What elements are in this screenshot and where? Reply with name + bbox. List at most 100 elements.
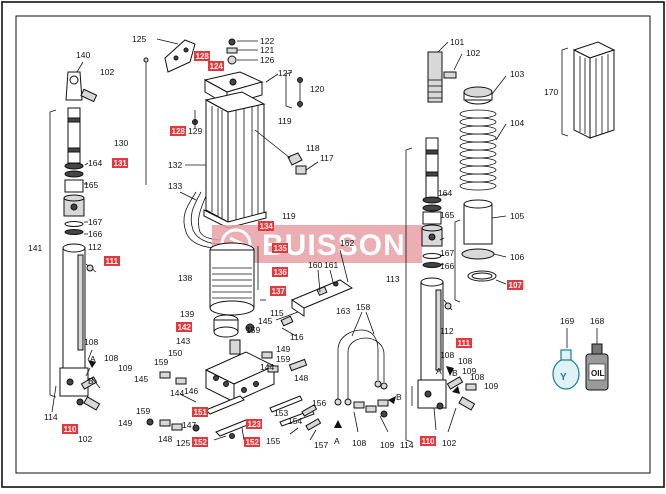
part-label: 102 <box>78 434 92 444</box>
highlighted-part-labels: 128 124 128 131 111 134 135 136 137 142 … <box>62 51 523 447</box>
part-label: 127 <box>278 68 292 78</box>
part-label: 125 <box>132 34 146 44</box>
part-label: 144 <box>170 388 184 398</box>
part-label: 102 <box>466 48 480 58</box>
part-label: 165 <box>84 180 98 190</box>
part-label: 119 <box>282 211 296 221</box>
part-label: B <box>88 376 94 386</box>
part-label: 159 <box>154 357 168 367</box>
highlighted-part-label: 111 <box>106 257 119 266</box>
part-label: 159 <box>246 325 260 335</box>
part-label: 109 <box>118 363 132 373</box>
part-label: 126 <box>260 55 274 65</box>
part-label: 108 <box>470 372 484 382</box>
part-label: 129 <box>188 126 202 136</box>
part-label: 115 <box>270 308 284 318</box>
part-label: 102 <box>100 67 114 77</box>
part-label: 170 <box>544 87 558 97</box>
part-label: 145 <box>134 374 148 384</box>
part-label: 130 <box>114 138 128 148</box>
part-label-108-pipe: 108 <box>352 438 366 448</box>
part-label: 141 <box>28 243 42 253</box>
part-label: 161 <box>324 260 338 270</box>
part-label: 150 <box>168 348 182 358</box>
part-label: 108 <box>458 356 472 366</box>
highlighted-part-label: 110 <box>64 425 77 434</box>
part-label: 108 <box>84 337 98 347</box>
part-label: 157 <box>314 440 328 450</box>
battery-box-170 <box>561 41 616 139</box>
part-label: 162 <box>340 238 354 248</box>
left-ram-assembly <box>49 61 101 413</box>
part-label: 108 <box>104 353 118 363</box>
part-label: 120 <box>310 84 324 94</box>
highlighted-part-label: 152 <box>194 438 208 447</box>
part-label: 102 <box>442 438 456 448</box>
part-label: 101 <box>450 37 464 47</box>
highlighted-part-label: 124 <box>210 62 224 71</box>
part-label: 114 <box>44 412 58 422</box>
highlighted-part-label: 151 <box>194 408 208 417</box>
highlighted-part-label: 135 <box>274 244 288 253</box>
part-label: 121 <box>260 45 274 55</box>
valve-manifold-assembly <box>275 249 354 337</box>
part-label: 117 <box>320 153 334 163</box>
part-label: 125 <box>176 438 190 448</box>
part-label: 169 <box>560 316 574 326</box>
part-label: 118 <box>306 143 320 153</box>
highlighted-part-label: 131 <box>114 159 128 168</box>
part-label: A <box>90 354 96 364</box>
part-label: 144 <box>260 362 274 372</box>
part-label: 145 <box>258 316 272 326</box>
part-label: 148 <box>294 373 308 383</box>
part-label: 163 <box>336 306 350 316</box>
part-label: 159 <box>276 354 290 364</box>
part-label: 138 <box>178 273 192 283</box>
part-label: 116 <box>290 332 304 342</box>
inner-frame <box>15 15 651 474</box>
part-label: 164 <box>88 158 102 168</box>
highlighted-part-label: 123 <box>248 420 262 429</box>
part-label: 149 <box>276 344 290 354</box>
highlighted-part-label: 128 <box>172 127 186 136</box>
part-label: 160 <box>308 260 322 270</box>
part-label: 167 <box>440 248 454 258</box>
highlighted-part-label: 110 <box>422 437 435 446</box>
part-label: A <box>334 436 340 446</box>
part-label: 153 <box>274 408 288 418</box>
part-label: 105 <box>510 211 524 221</box>
part-label: 132 <box>168 160 182 170</box>
part-label: 106 <box>510 252 524 262</box>
part-label: 149 <box>118 418 132 428</box>
part-label: 114 <box>400 440 414 450</box>
part-label: 165 <box>440 210 454 220</box>
part-label: 146 <box>184 386 198 396</box>
part-label: A <box>436 366 442 376</box>
highlighted-part-label: 111 <box>458 339 471 348</box>
highlighted-part-label: 142 <box>178 323 192 332</box>
part-label: 147 <box>182 420 196 430</box>
highlighted-part-label: 152 <box>246 438 260 447</box>
part-label: 139 <box>180 309 194 319</box>
part-label: 108 <box>440 350 454 360</box>
part-label: 103 <box>510 69 524 79</box>
part-label: 168 <box>590 316 604 326</box>
part-label: 113 <box>386 274 400 284</box>
svg-text:Y: Y <box>560 372 567 383</box>
part-label: 158 <box>356 302 370 312</box>
pipe-set <box>334 311 396 433</box>
highlighted-part-label: 128 <box>196 52 210 61</box>
highlighted-part-label: 134 <box>260 222 274 231</box>
part-label: 155 <box>266 436 280 446</box>
part-label: 166 <box>88 229 102 239</box>
center-top-assembly <box>143 38 319 249</box>
part-label: 109 <box>462 366 476 376</box>
part-label: 122 <box>260 36 274 46</box>
pump-base-block <box>146 339 322 441</box>
part-label: 148 <box>158 434 172 444</box>
part-number-labels: 125 122 121 126 127 120 119 129 118 117 … <box>28 34 604 450</box>
part-label: 143 <box>176 336 190 346</box>
part-label: B <box>396 392 402 402</box>
part-label: 159 <box>136 406 150 416</box>
